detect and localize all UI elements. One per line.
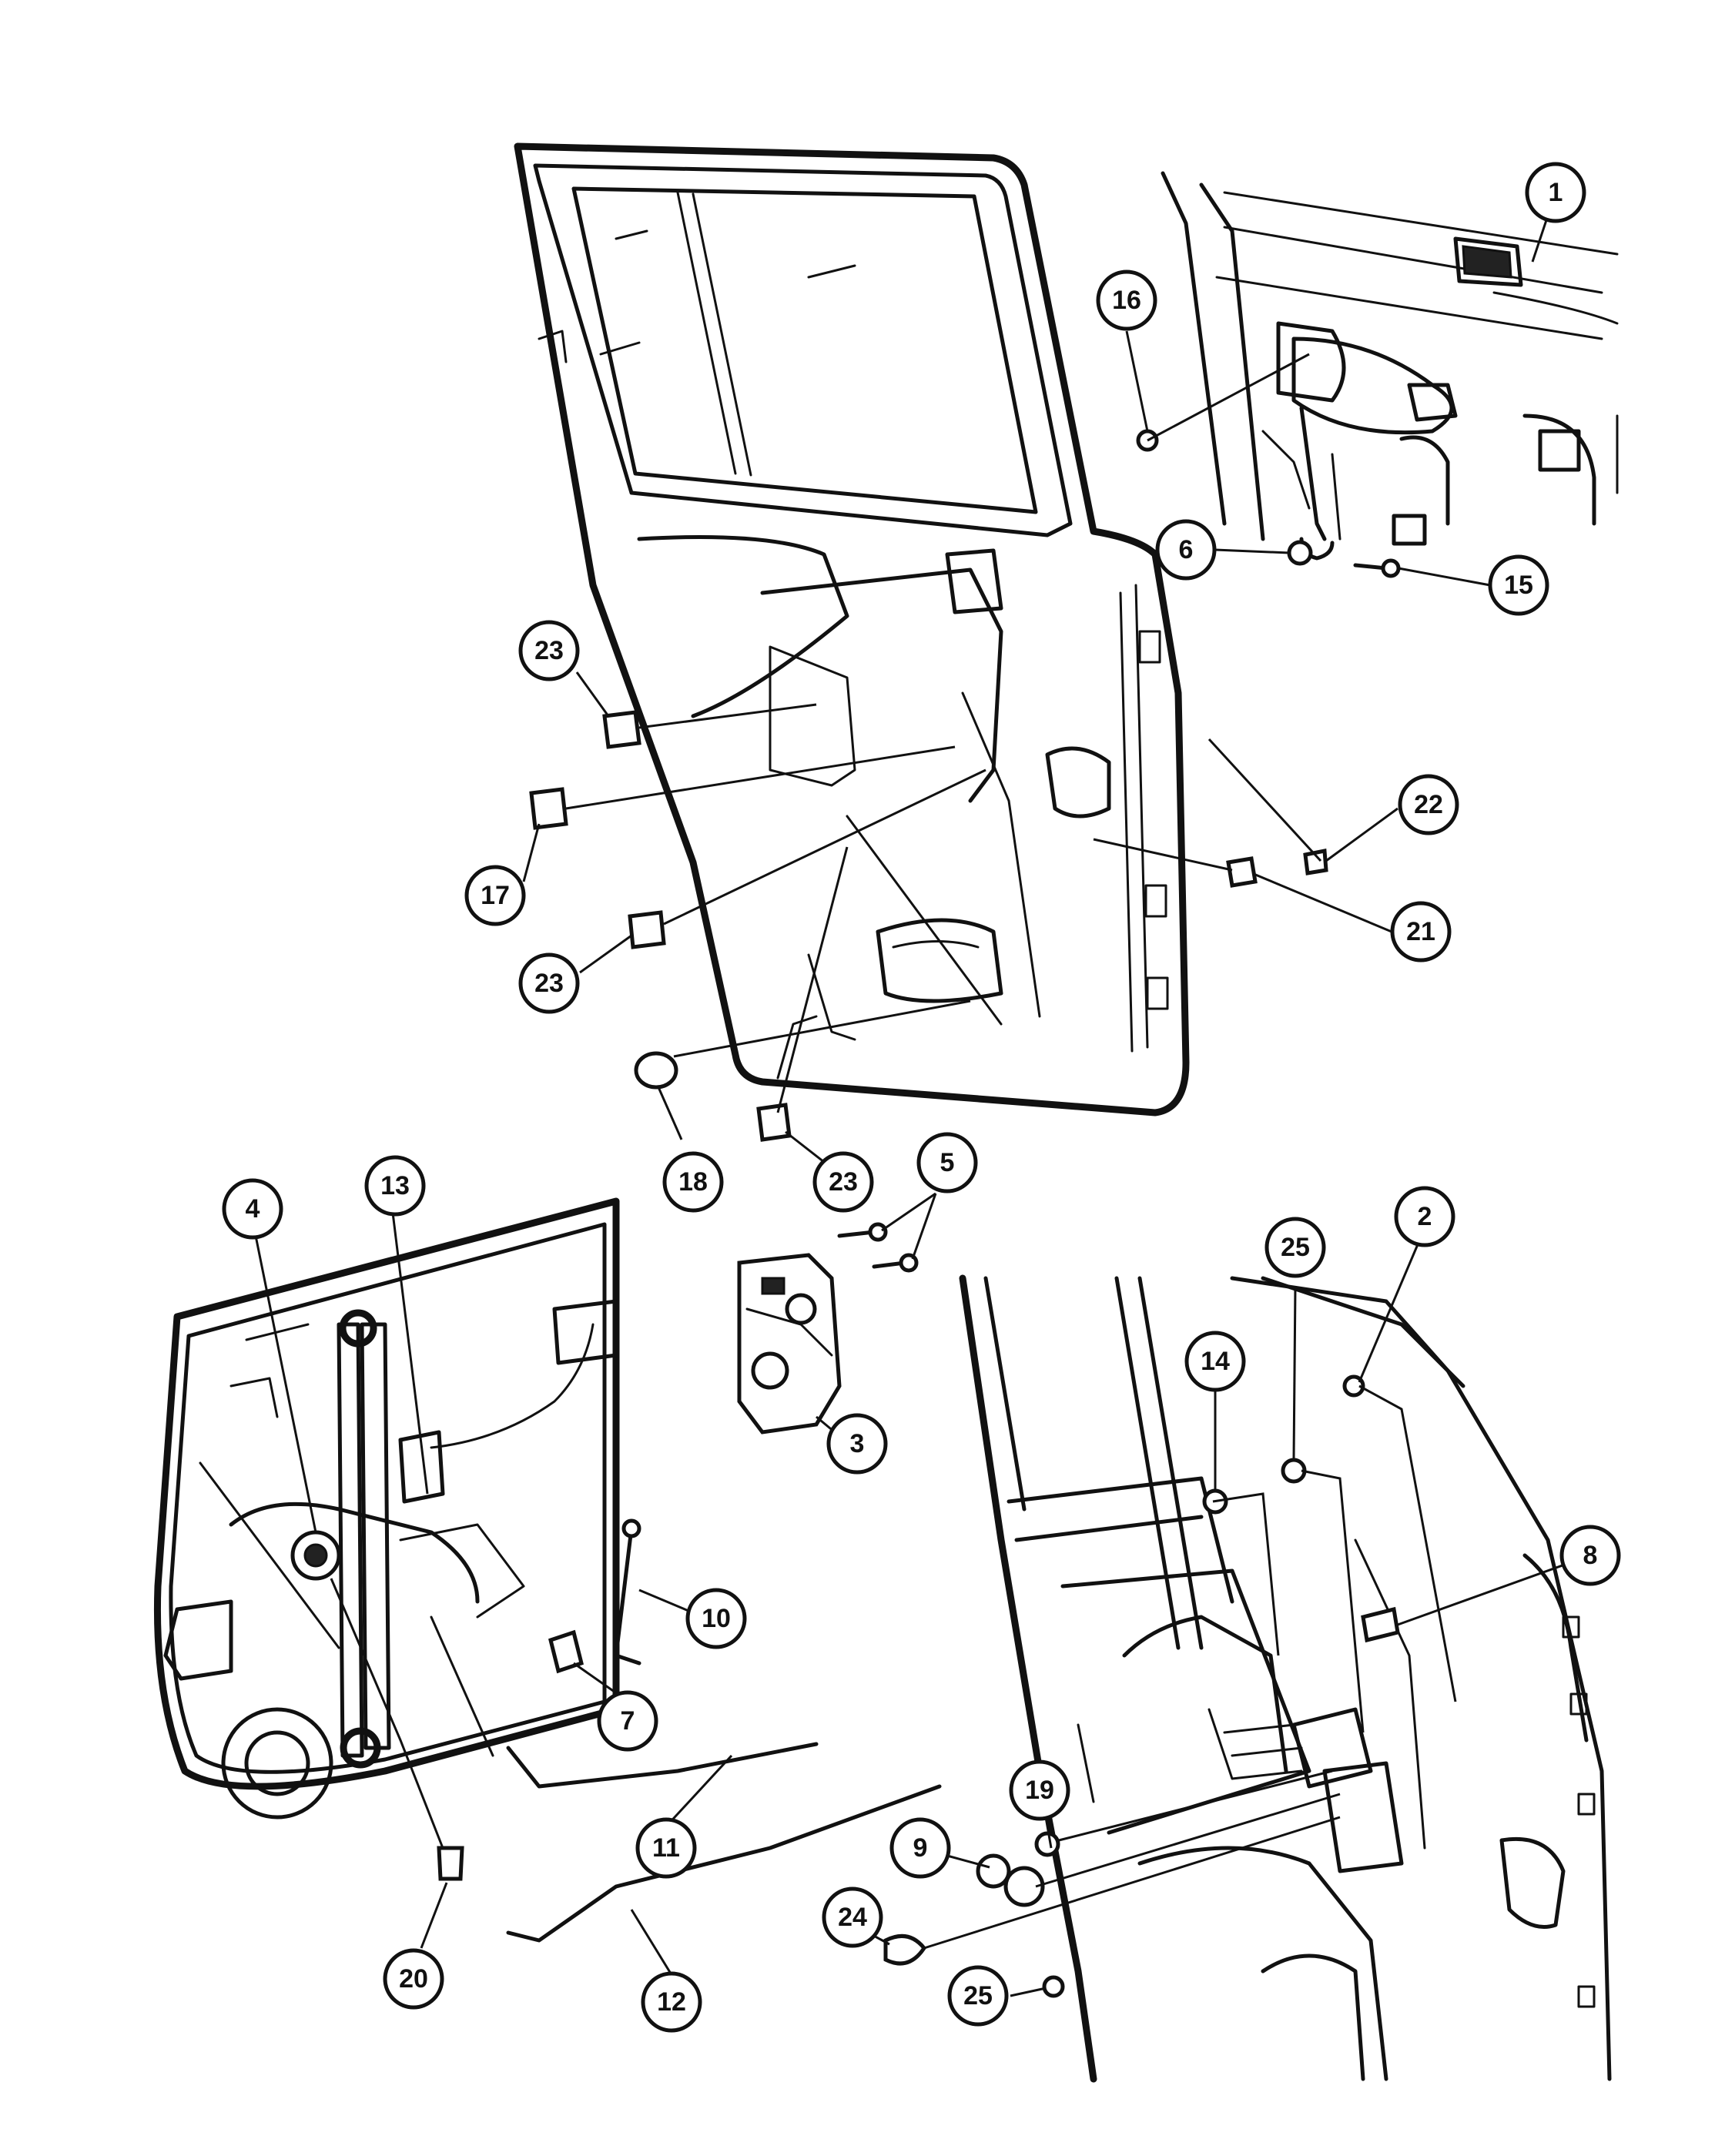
- callout-7: 7: [597, 1690, 658, 1752]
- callout-25-top: 25: [1264, 1217, 1326, 1278]
- callout-2: 2: [1394, 1186, 1455, 1247]
- callout-24: 24: [822, 1886, 883, 1948]
- callout-4: 4: [222, 1178, 283, 1240]
- callout-label: 8: [1583, 1541, 1598, 1570]
- callout-20: 20: [383, 1948, 444, 2010]
- callout-23-middle: 23: [518, 952, 580, 1014]
- callout-9: 9: [889, 1817, 951, 1879]
- leader-lines: [254, 192, 1591, 1997]
- callout-label: 2: [1418, 1202, 1432, 1231]
- callout-label: 23: [829, 1167, 858, 1197]
- callout-label: 24: [838, 1903, 867, 1932]
- callout-3: 3: [826, 1413, 888, 1475]
- callout-1: 1: [1525, 162, 1586, 223]
- callout-label: 9: [913, 1833, 928, 1863]
- callout-label: 14: [1201, 1347, 1230, 1376]
- callout-label: 10: [702, 1604, 731, 1633]
- callout-label: 7: [621, 1706, 635, 1736]
- callout-8: 8: [1559, 1525, 1621, 1586]
- callout-11: 11: [635, 1817, 697, 1879]
- callout-label: 23: [534, 636, 564, 665]
- callout-5: 5: [916, 1132, 978, 1194]
- outside-handle-detail: [1161, 171, 1619, 561]
- callout-label: 18: [678, 1167, 708, 1197]
- callout-label: 5: [940, 1148, 955, 1177]
- callout-6: 6: [1155, 519, 1217, 581]
- callout-17: 17: [464, 865, 526, 926]
- callout-22: 22: [1398, 774, 1459, 835]
- callout-label: 25: [1281, 1233, 1310, 1262]
- callout-label: 4: [246, 1194, 260, 1224]
- callout-25-bottom: 25: [947, 1965, 1009, 2027]
- callout-10: 10: [685, 1588, 747, 1649]
- callout-label: 19: [1025, 1776, 1054, 1805]
- callout-label: 23: [534, 969, 564, 998]
- callout-label: 17: [481, 881, 510, 910]
- callout-label: 20: [399, 1964, 428, 1994]
- small-parts: [437, 429, 1401, 1998]
- callout-label: 12: [657, 1987, 686, 2017]
- inner-door-view: [959, 1274, 1612, 2083]
- callout-label: 13: [380, 1171, 410, 1200]
- callout-16: 16: [1096, 270, 1157, 331]
- window-regulator-assembly: [153, 1197, 620, 1820]
- callout-label: 15: [1504, 571, 1533, 600]
- door-latch: [737, 1253, 842, 1435]
- callout-label: 22: [1414, 790, 1443, 819]
- callout-label: 21: [1406, 917, 1435, 946]
- callout-21: 21: [1390, 901, 1452, 962]
- callout-label: 16: [1112, 286, 1141, 315]
- callout-18: 18: [662, 1151, 724, 1213]
- callout-13: 13: [364, 1155, 426, 1217]
- callout-14: 14: [1184, 1331, 1246, 1392]
- door-shell: [514, 142, 1190, 1116]
- callout-label: 6: [1179, 535, 1194, 564]
- callout-15: 15: [1488, 554, 1549, 616]
- callout-19: 19: [1009, 1759, 1070, 1821]
- callout-23-top: 23: [518, 620, 580, 681]
- callout-12: 12: [641, 1971, 702, 2033]
- callout-label: 25: [963, 1981, 993, 2010]
- callout-23-bottom: 23: [812, 1151, 874, 1213]
- callout-label: 3: [850, 1429, 865, 1458]
- callout-label: 1: [1549, 178, 1563, 207]
- callout-label: 11: [652, 1833, 680, 1863]
